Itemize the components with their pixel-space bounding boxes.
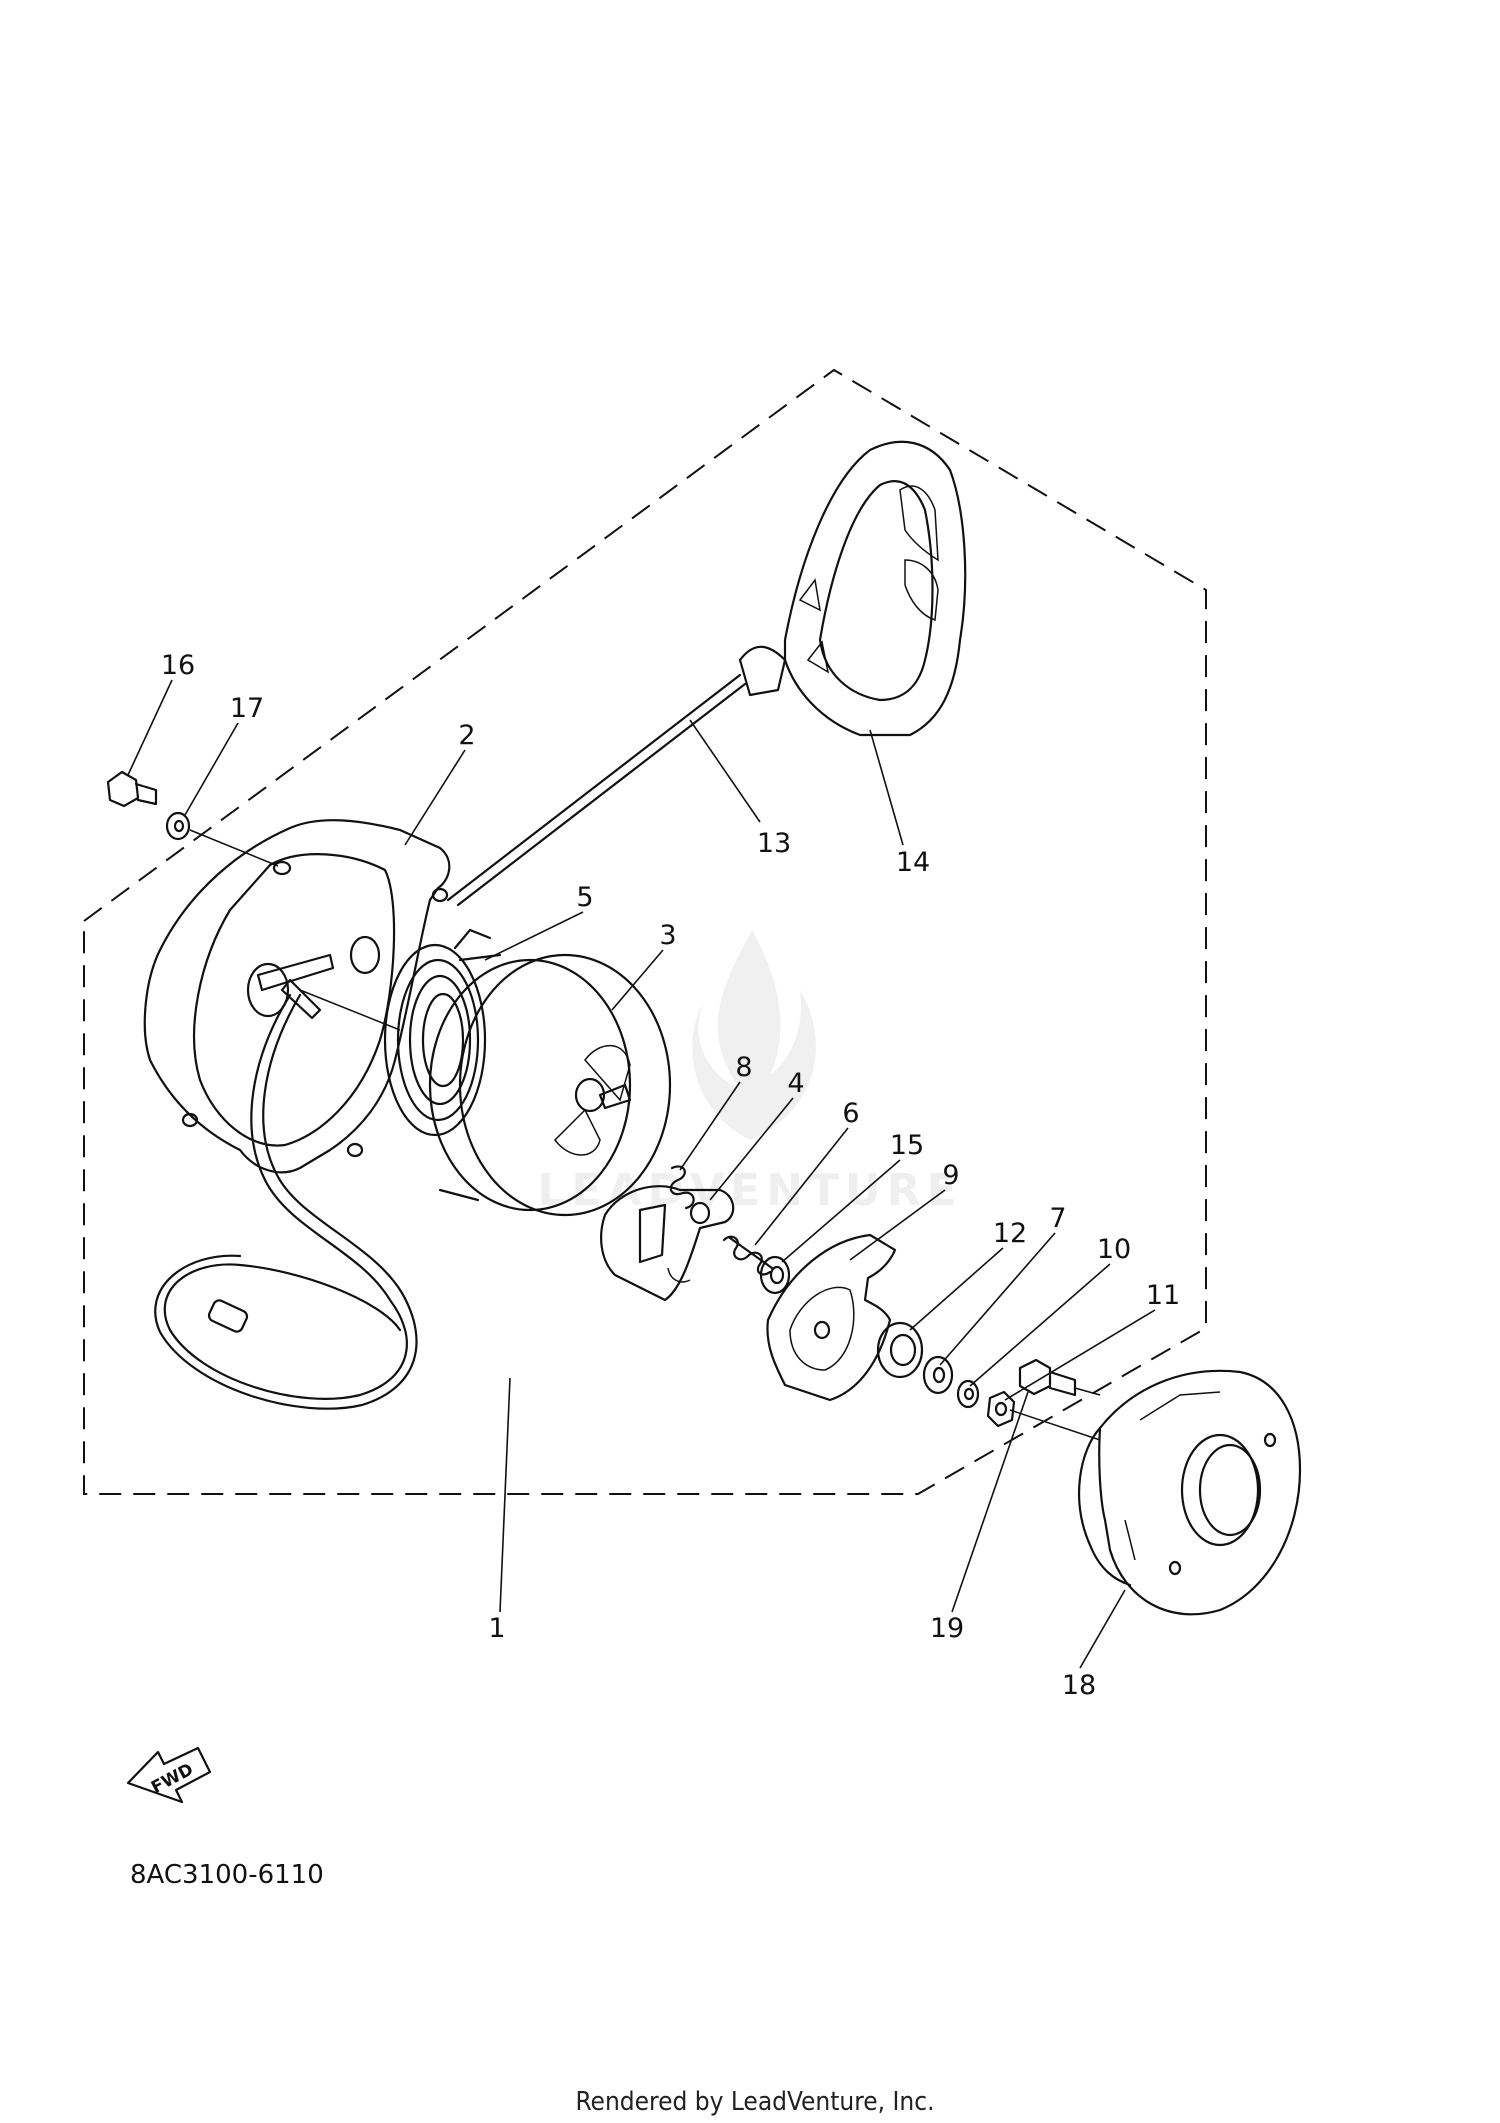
callout-labels: 1 2 3 4 5 6 7 8 9 10 11 12 13 14 15 16 1… [161, 650, 1180, 1701]
rope-tail [154, 993, 418, 1410]
alignment-lines [189, 829, 1101, 1441]
callout-13: 13 [757, 828, 791, 859]
leader-lines [127, 679, 1156, 1669]
fwd-arrow-icon: FWD [126, 1746, 212, 1804]
part-starter-pulley [1078, 1369, 1302, 1616]
part-spiral-spring [383, 928, 492, 1137]
callout-15: 15 [890, 1130, 924, 1161]
callout-17: 17 [230, 693, 264, 724]
fwd-label: FWD [148, 1760, 197, 1799]
footer-text: Rendered by LeadVenture, Inc. [575, 2087, 934, 2117]
part-starter-handle [738, 440, 967, 737]
part-washer-7 [922, 1355, 954, 1395]
callout-4: 4 [787, 1068, 804, 1099]
part-pawl-spring [669, 1165, 695, 1210]
part-bolt-19 [1018, 1358, 1077, 1397]
part-washer-10 [956, 1379, 980, 1409]
callout-7: 7 [1049, 1203, 1066, 1234]
callout-9: 9 [942, 1160, 959, 1191]
callout-18: 18 [1062, 1670, 1096, 1701]
part-starter-case [143, 819, 451, 1174]
part-sheave-drum [428, 953, 672, 1217]
part-seal [876, 1321, 924, 1379]
part-starter-rope [446, 673, 747, 907]
callout-3: 3 [659, 920, 676, 951]
part-ratchet-plate [766, 1233, 897, 1402]
callout-2: 2 [458, 720, 475, 751]
part-pawl [600, 1185, 735, 1302]
callout-11: 11 [1146, 1280, 1180, 1311]
callout-19: 19 [930, 1613, 964, 1644]
callout-5: 5 [576, 882, 593, 913]
callout-14: 14 [896, 847, 930, 878]
part-washer-17 [165, 811, 191, 841]
callout-6: 6 [842, 1098, 859, 1129]
callout-12: 12 [993, 1218, 1027, 1249]
callout-16: 16 [161, 650, 195, 681]
part-bolt-16 [106, 770, 158, 808]
watermark: LEADVENTURE [537, 930, 962, 1216]
assembly-boundary [83, 368, 1207, 1495]
callout-10: 10 [1097, 1234, 1131, 1265]
part-nut [986, 1390, 1016, 1428]
callout-8: 8 [735, 1052, 752, 1083]
watermark-text: LEADVENTURE [537, 1165, 962, 1216]
callout-1: 1 [488, 1613, 505, 1644]
part-washer-15 [759, 1255, 791, 1295]
diagram-code: 8AC3100-6110 [130, 1860, 324, 1890]
part-compression-spring [722, 1235, 774, 1276]
